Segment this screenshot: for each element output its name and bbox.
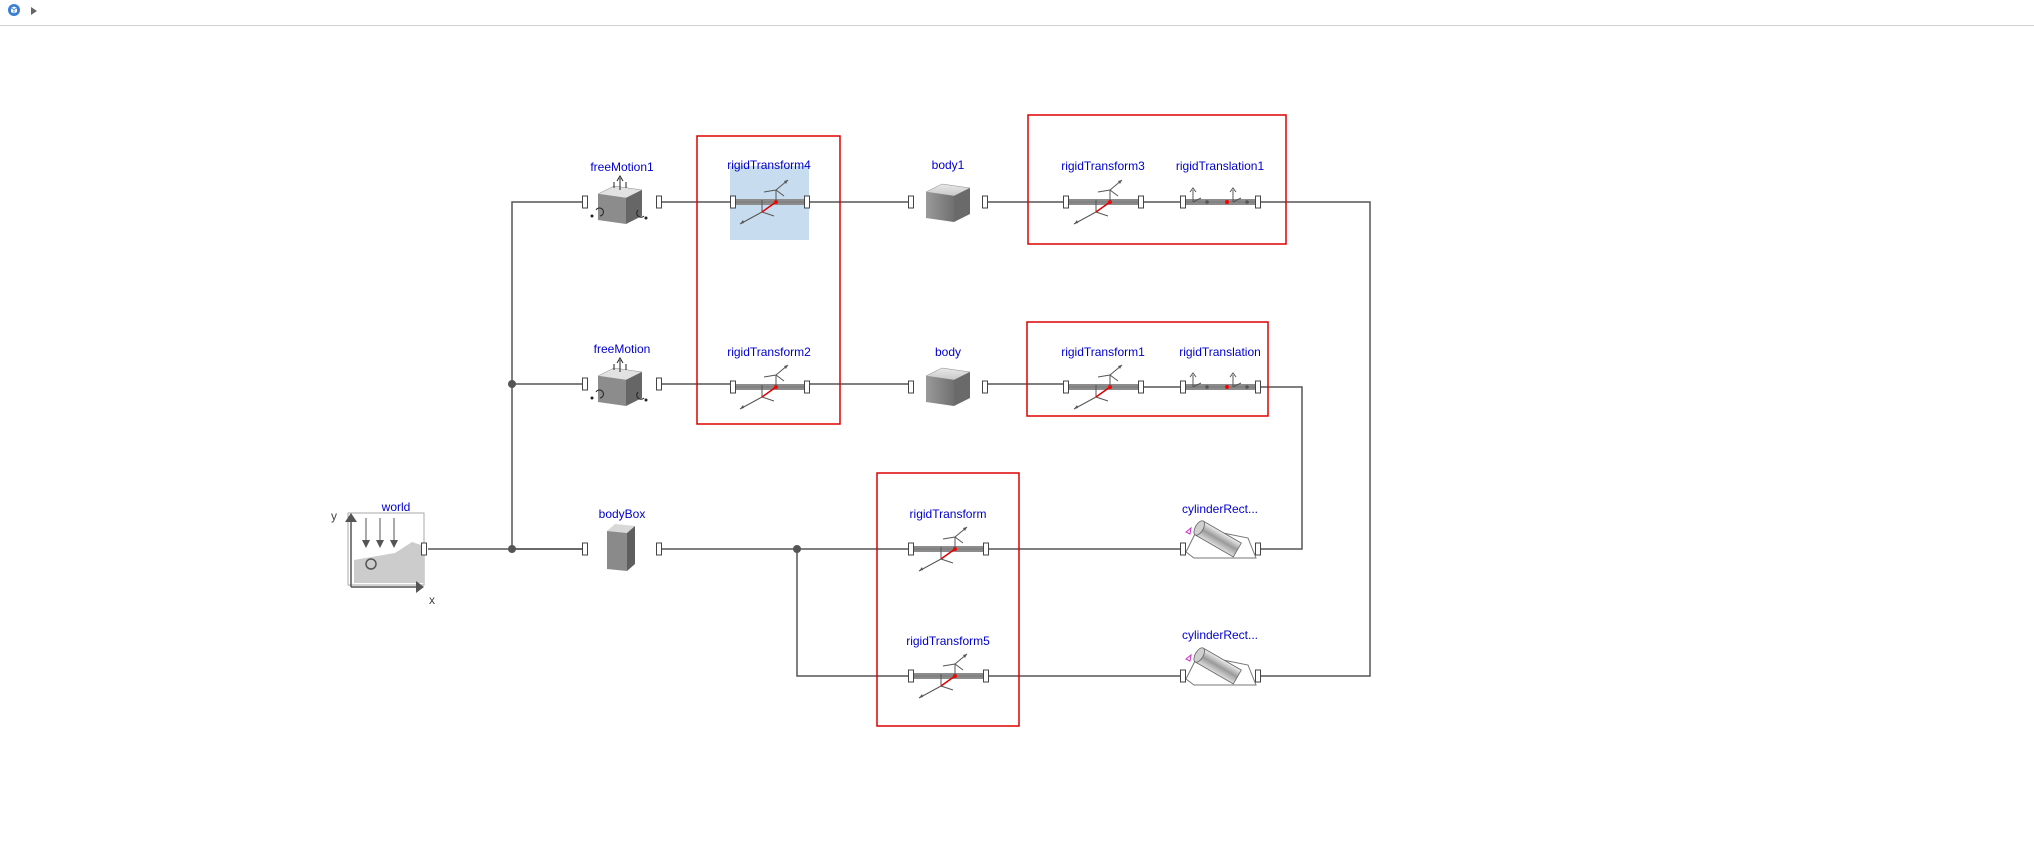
cylinderRect-b-component[interactable]: cylinderRect... bbox=[1180, 628, 1261, 686]
rigidTranslation-component[interactable]: rigidTranslation bbox=[1179, 345, 1261, 394]
rigidTransform3-label: rigidTransform3 bbox=[1061, 159, 1145, 173]
wire-junctions bbox=[508, 380, 801, 553]
rigidTransform-label: rigidTransform bbox=[910, 507, 987, 521]
toolbar bbox=[0, 0, 2034, 26]
world-label: world bbox=[381, 500, 411, 514]
world-axis-x-label: x bbox=[429, 593, 435, 607]
rigidTransform2-label: rigidTransform2 bbox=[727, 345, 811, 359]
bodyBox-component[interactable]: bodyBox bbox=[582, 507, 662, 571]
expand-button[interactable] bbox=[26, 4, 42, 20]
freeMotion1-component[interactable]: freeMotion1 bbox=[582, 160, 662, 225]
rigidTransform1-component[interactable]: rigidTransform1 bbox=[1061, 345, 1145, 410]
highlight-boxes bbox=[696, 114, 1287, 727]
body-component[interactable]: body bbox=[908, 345, 988, 407]
diagram-svg: world y x freeMotion1 freeMotion bodyBox… bbox=[331, 114, 1371, 727]
rigidTransform4-component[interactable]: rigidTransform4 bbox=[727, 158, 811, 225]
rigidTransform4-label: rigidTransform4 bbox=[727, 158, 811, 172]
rigidTransform1-label: rigidTransform1 bbox=[1061, 345, 1145, 359]
rigidTranslation-label: rigidTranslation bbox=[1179, 345, 1261, 359]
rigidTransform2-component[interactable]: rigidTransform2 bbox=[727, 345, 811, 410]
triangle-right-icon bbox=[29, 3, 39, 21]
world-axis-y-label: y bbox=[331, 509, 337, 523]
rigidTranslation1-component[interactable]: rigidTranslation1 bbox=[1176, 159, 1265, 209]
rigidTransform5-label: rigidTransform5 bbox=[906, 634, 990, 648]
cylinderRect-b-label: cylinderRect... bbox=[1182, 628, 1258, 642]
cube-icon bbox=[7, 3, 21, 22]
cylinderRect-a-component[interactable]: cylinderRect... bbox=[1180, 502, 1261, 559]
body-label: body bbox=[935, 345, 961, 359]
freeMotion1-label: freeMotion1 bbox=[590, 160, 654, 174]
rigidTranslation1-label: rigidTranslation1 bbox=[1176, 159, 1265, 173]
rigidTransform5-component[interactable]: rigidTransform5 bbox=[906, 634, 990, 699]
rigidTransform-component[interactable]: rigidTransform bbox=[908, 507, 989, 572]
freeMotion-label: freeMotion bbox=[594, 342, 651, 356]
body1-component[interactable]: body1 bbox=[908, 158, 988, 223]
freeMotion-component[interactable]: freeMotion bbox=[582, 342, 662, 407]
model-button[interactable] bbox=[6, 3, 22, 22]
rigidTransform3-component[interactable]: rigidTransform3 bbox=[1061, 159, 1145, 225]
connection-wires bbox=[428, 201, 1371, 677]
cylinderRect-a-label: cylinderRect... bbox=[1182, 502, 1258, 516]
body1-label: body1 bbox=[932, 158, 965, 172]
diagram-canvas: world y x freeMotion1 freeMotion bodyBox… bbox=[0, 26, 2034, 851]
bodyBox-label: bodyBox bbox=[599, 507, 646, 521]
world-component[interactable]: world y x bbox=[331, 500, 435, 607]
